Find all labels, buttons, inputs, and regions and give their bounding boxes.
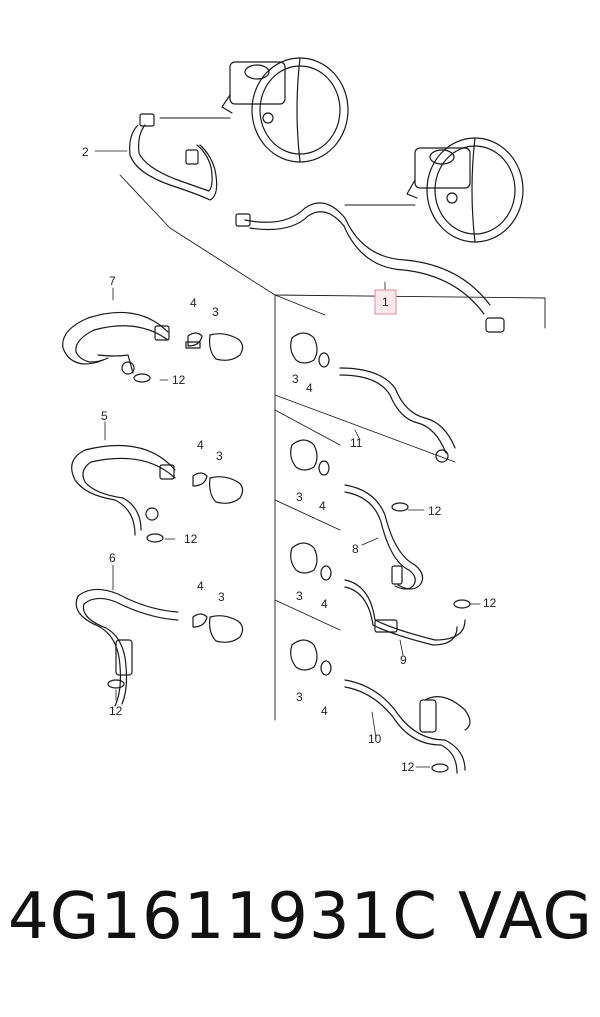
brand-label: VAG <box>458 880 593 954</box>
vacuum-line-part-2 <box>129 113 218 201</box>
callout-12c: 12 <box>428 504 442 518</box>
hose-part-6 <box>75 588 179 707</box>
callout-4f: 4 <box>321 597 328 611</box>
brake-booster-lower <box>406 137 524 243</box>
elbow-3-row2 <box>209 476 244 504</box>
callout-3a: 3 <box>212 305 219 319</box>
callout-6: 6 <box>109 551 116 565</box>
elbows-right <box>290 332 332 676</box>
callout-1: 1 <box>382 295 389 309</box>
elbow-3-row3 <box>209 615 244 643</box>
callout-9: 9 <box>400 653 407 667</box>
callout-3e: 3 <box>218 590 225 604</box>
callout-7: 7 <box>109 274 116 288</box>
clamp-4-row2 <box>192 472 208 487</box>
callout-5: 5 <box>101 409 108 423</box>
highlight-callout-1-box <box>374 289 397 315</box>
brake-booster-upper <box>221 57 349 163</box>
hose-part-8 <box>344 484 424 590</box>
callout-3d: 3 <box>296 490 303 504</box>
parts-diagram: 1 2 7 4 3 12 3 4 11 5 4 3 12 3 4 12 8 6 … <box>62 57 546 774</box>
callout-4c: 4 <box>197 438 204 452</box>
footer: 4G1611931C VAG <box>0 880 600 990</box>
callout-3f: 3 <box>296 589 303 603</box>
callout-10: 10 <box>368 732 382 746</box>
callout-3c: 3 <box>216 449 223 463</box>
callout-3b: 3 <box>292 372 299 386</box>
callout-12d: 12 <box>483 596 497 610</box>
callout-3g: 3 <box>296 690 303 704</box>
callout-2: 2 <box>82 145 89 159</box>
clamp-12-part9 <box>453 599 471 609</box>
leader-lines <box>94 150 481 768</box>
clamp-12-row1 <box>133 373 151 383</box>
callout-12e: 12 <box>109 704 123 718</box>
hose-part-10 <box>344 679 471 774</box>
callout-4e: 4 <box>197 579 204 593</box>
part-number: 4G1611931C <box>8 880 439 954</box>
elbow-3-row1 <box>209 333 244 361</box>
clamp-12-part8 <box>391 502 409 512</box>
clamp-4-row3 <box>192 613 208 628</box>
hose-part-5 <box>71 444 176 536</box>
callout-4a: 4 <box>190 296 197 310</box>
callout-4b: 4 <box>306 381 313 395</box>
callout-12b: 12 <box>184 532 198 546</box>
callout-11: 11 <box>350 436 363 450</box>
clamp-12-part10 <box>431 763 449 773</box>
callout-12a: 12 <box>172 373 186 387</box>
clamp-12-row3 <box>107 679 125 689</box>
hose-part-11 <box>339 367 456 463</box>
callout-4d: 4 <box>319 499 326 513</box>
callout-12f: 12 <box>401 760 415 774</box>
hose-part-9 <box>344 579 466 646</box>
clamp-12-row2 <box>146 533 164 543</box>
clamp-4-row1 <box>185 332 203 349</box>
callout-8: 8 <box>352 542 359 556</box>
hose-part-7 <box>62 311 170 375</box>
vacuum-line-part-1 <box>235 202 505 333</box>
callout-4g: 4 <box>321 704 328 718</box>
section-frames <box>119 117 546 721</box>
